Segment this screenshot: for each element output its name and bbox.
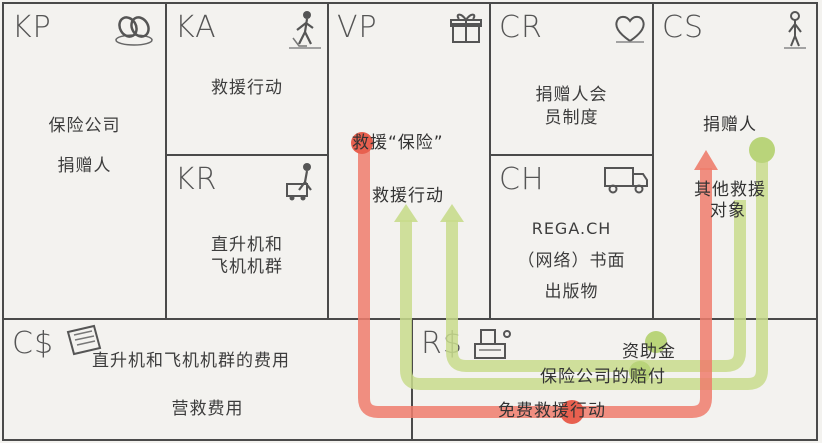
key-partners-block: KP 保险公司 捐赠人 (2, 2, 167, 320)
customer-relationships-block: CR 捐赠人会 员制度 (489, 2, 654, 156)
block-code: R$ (421, 326, 463, 361)
heart-icon (613, 14, 647, 48)
gift-icon (447, 10, 485, 50)
block-code: KP (12, 10, 52, 45)
key-resources-line-1: 直升机和 (211, 235, 283, 255)
value-proposition-block: VP (327, 2, 491, 320)
channels-line-2: （网络）书面 (517, 251, 626, 271)
customer-segments-line-1: 捐赠人 (703, 115, 757, 135)
block-code: CH (499, 162, 545, 197)
key-partners-line-1: 保险公司 (48, 116, 121, 136)
customer-segments-line-2: 其他救援 (694, 180, 766, 200)
customer-segments-line-3: 对象 (710, 201, 746, 221)
receipt-icon (62, 324, 104, 362)
cost-line-1: 直升机和飞机机群的费用 (92, 351, 290, 371)
cost-structure-block: C$ 直升机和飞机机群的费用 营救费用 (2, 318, 413, 441)
block-code: VP (337, 10, 378, 45)
customer-segments-block: CS (652, 2, 818, 320)
key-resources-line-2: 飞机机群 (211, 257, 283, 277)
revenue-line-1: 资助金 (622, 342, 676, 362)
channels-block: CH REGA.CH （网络）书面 出版物 (489, 154, 654, 320)
key-activities-block: KA 救援行动 (165, 2, 329, 156)
key-activities-line-1: 救援行动 (211, 78, 283, 98)
cost-line-2: 营救费用 (171, 399, 244, 419)
block-code: CS (662, 10, 704, 45)
block-code: CR (499, 10, 543, 45)
key-partners-line-2: 捐赠人 (57, 156, 112, 176)
chain-link-icon (112, 12, 156, 52)
cash-register-icon (471, 324, 513, 368)
key-resources-block: KR 直升机和 飞机机群 (165, 154, 329, 320)
person-icon (782, 10, 808, 54)
value-proposition-line-2: 救援行动 (372, 186, 444, 206)
block-code: C$ (12, 326, 55, 361)
revenue-line-3: 免费救援行动 (498, 401, 606, 421)
channels-line-1: REGA.CH (531, 219, 612, 238)
value-proposition-line-1: 救援“保险” (352, 133, 444, 153)
block-code: KA (175, 10, 217, 45)
truck-icon (603, 162, 649, 202)
customer-relationships-line-1: 捐赠人会 (535, 85, 608, 105)
channels-line-3: 出版物 (544, 282, 599, 302)
worker-icon (287, 8, 323, 54)
worker-at-machine-icon (283, 160, 323, 206)
revenue-line-2: 保险公司的赔付 (540, 367, 666, 387)
block-code: KR (175, 162, 218, 197)
customer-relationships-line-2: 员制度 (544, 108, 599, 128)
